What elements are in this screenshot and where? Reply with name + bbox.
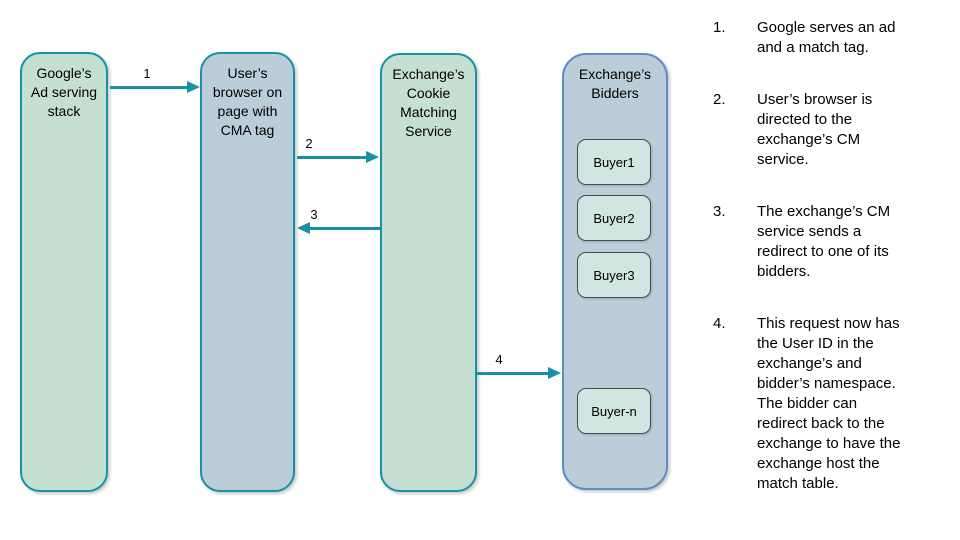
step-item-3: 3. The exchange’s CM service sends a red… xyxy=(713,202,951,282)
step-item-2: 2. User’s browser is directed to the exc… xyxy=(713,90,951,170)
arrow-1-head-icon xyxy=(187,81,200,93)
node-label: User’s browser on page with CMA tag xyxy=(212,65,283,138)
buyer3-box: Buyer3 xyxy=(577,252,651,298)
step-number: 4. xyxy=(713,315,726,332)
node-user-browser: User’s browser on page with CMA tag xyxy=(200,52,295,492)
arrow-4-label: 4 xyxy=(495,352,503,367)
step-number: 2. xyxy=(713,91,726,108)
step-item-1: 1. Google serves an ad and a match tag. xyxy=(713,18,951,58)
arrow-1-label: 1 xyxy=(143,66,151,81)
node-label: Google’s Ad serving stack xyxy=(30,65,98,119)
arrow-2-head-icon xyxy=(366,151,379,163)
arrow-2-label: 2 xyxy=(305,136,313,151)
step-number: 3. xyxy=(713,203,726,220)
arrow-4-line xyxy=(477,372,549,375)
node-cookie-matching-service: Exchange’s Cookie Matching Service xyxy=(380,53,477,492)
arrow-3-line xyxy=(310,227,380,230)
arrow-3-label: 3 xyxy=(310,207,318,222)
step-text: The exchange’s CM service sends a redire… xyxy=(757,203,891,280)
arrow-4-head-icon xyxy=(548,367,561,379)
buyer1-box: Buyer1 xyxy=(577,139,651,185)
arrow-2-line xyxy=(297,156,367,159)
step-item-4: 4. This request now has the User ID in t… xyxy=(713,314,951,494)
step-text: Google serves an ad and a match tag. xyxy=(757,19,896,56)
buyer2-box: Buyer2 xyxy=(577,195,651,241)
buyer-n-box: Buyer-n xyxy=(577,388,651,434)
node-label: Exchange’s Bidders xyxy=(578,66,652,101)
step-text: User’s browser is directed to the exchan… xyxy=(757,91,873,168)
step-number: 1. xyxy=(713,19,726,36)
arrow-3-head-icon xyxy=(297,222,310,234)
node-exchange-bidders: Exchange’s Bidders Buyer1 Buyer2 Buyer3 … xyxy=(562,53,668,490)
node-google-ad-stack: Google’s Ad serving stack xyxy=(20,52,108,492)
step-text: This request now has the User ID in the … xyxy=(757,315,901,492)
arrow-1-line xyxy=(110,86,188,89)
steps-list: 1. Google serves an ad and a match tag. … xyxy=(713,18,951,526)
node-label: Exchange’s Cookie Matching Service xyxy=(392,66,465,139)
